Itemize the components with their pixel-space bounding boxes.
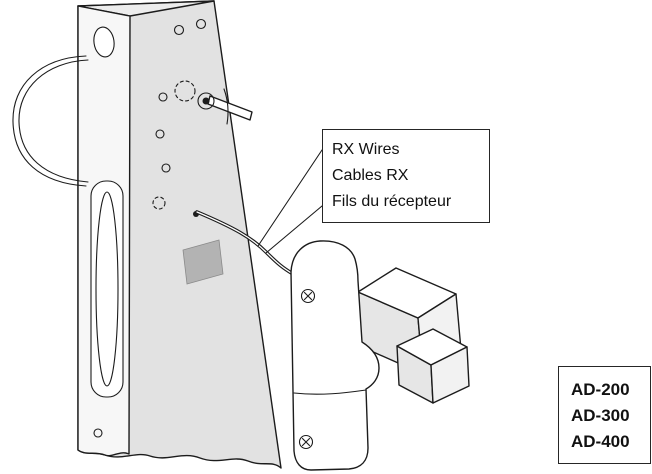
model-number: AD-200 (571, 380, 630, 399)
hub-center (202, 97, 210, 105)
sticker (182, 239, 224, 285)
left-wire-strand (18, 59, 89, 183)
reader-module (290, 240, 470, 471)
left-wire (12, 55, 89, 187)
rx-wires-callout-box: RX Wires Cables RX Fils du récepteur (322, 129, 490, 223)
callout-line-spanish: Cables RX (332, 167, 409, 184)
callout-line-english: RX Wires (332, 141, 400, 158)
cap-front-face (430, 346, 470, 404)
phillips-screw-icon (300, 288, 316, 304)
mounting-holes (93, 18, 207, 438)
spindle-assembly (197, 88, 253, 125)
hole (195, 18, 207, 30)
rx-wire (195, 210, 295, 276)
spindle-clip (223, 88, 229, 125)
model-number: AD-400 (571, 432, 630, 451)
callout-line-french: Fils du récepteur (332, 193, 452, 210)
housing-separator-line (293, 389, 367, 395)
mortise-lock-body (77, 0, 282, 469)
connector-cap (396, 328, 470, 404)
screw-cross (303, 291, 313, 301)
model-numbers-box: AD-200 AD-300 AD-400 (558, 366, 651, 464)
left-wire-strand (12, 55, 87, 187)
hub-outer (197, 92, 215, 110)
hole (93, 428, 103, 438)
hole (173, 24, 185, 36)
dashed-circle-hub (174, 80, 196, 102)
phillips-screw-icon (298, 434, 314, 450)
faceplate-top-hole (93, 26, 115, 58)
dashed-circle-small (152, 196, 166, 210)
faceplate-slot-inner (95, 191, 119, 387)
leader-lines (257, 149, 323, 254)
model-number: AD-300 (571, 406, 630, 425)
leader-line-upper (257, 149, 323, 247)
hole (161, 163, 171, 173)
screw-cross (301, 437, 311, 447)
hole (158, 92, 168, 102)
hole (155, 129, 165, 139)
leader-line-lower (265, 205, 323, 254)
rx-wire-inner (196, 211, 294, 275)
